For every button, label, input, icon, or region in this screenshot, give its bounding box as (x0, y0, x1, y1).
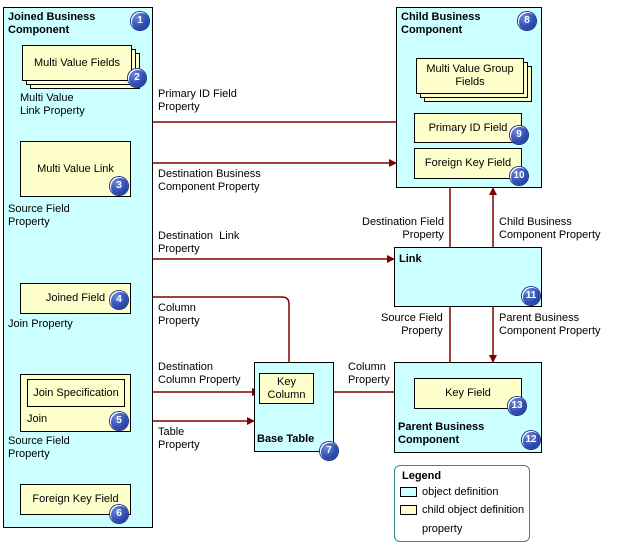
join-label: Join (27, 413, 48, 425)
foreign-key-field-right: Foreign Key Field (414, 148, 522, 179)
badge-1: 1 (131, 12, 149, 30)
legend (394, 465, 530, 542)
multi-value-group-fields: Multi Value Group Fields (416, 58, 524, 94)
child-business-component-title: Child Business Component (401, 11, 481, 36)
label-child-bc-property: Child Business Component Property (499, 216, 601, 241)
badge-4: 4 (110, 291, 128, 309)
label-destination-column-property: Destination Column Property (158, 361, 241, 386)
label-destination-field-property: Destination Field Property (362, 216, 444, 241)
label-join-property: Join Property (8, 318, 73, 330)
key-field: Key Field (414, 378, 522, 409)
label-primary-id-field-property: Primary ID Field Property (158, 88, 237, 113)
badge-2: 2 (128, 69, 146, 87)
label-parent-bc-property: Parent Business Component Property (499, 312, 601, 337)
badge-9: 9 (510, 126, 528, 144)
multi-value-link: Multi Value Link (20, 141, 131, 197)
label-source-field-property: Source Field Property (8, 203, 70, 228)
key-column: Key Column (259, 373, 314, 404)
badge-5: 5 (110, 412, 128, 430)
label-destination-link-property: Destination Link Property (158, 230, 240, 255)
parent-business-component-title: Parent Business Component (398, 421, 485, 446)
link (394, 247, 542, 307)
arrow-column-property-joined-field (131, 296, 293, 374)
label-source-field-property-join: Source Field Property (8, 435, 70, 460)
badge-6: 6 (110, 505, 128, 523)
label-source-field-property-link: Source Field Property (381, 312, 443, 337)
joined-business-component (3, 7, 153, 528)
badge-10: 10 (510, 167, 528, 185)
badge-3: 3 (110, 177, 128, 195)
badge-13: 13 (508, 397, 526, 415)
label-column-property-joined-field: Column Property (158, 302, 200, 327)
legend-property: property (422, 523, 463, 535)
badge-11: 11 (522, 287, 540, 305)
legend-object-definition: object definition (422, 486, 499, 498)
primary-id-field: Primary ID Field (414, 113, 522, 143)
label-column-property-key-field: Column Property (348, 361, 390, 386)
legend-swatch-child (400, 505, 417, 515)
badge-8: 8 (518, 12, 536, 30)
label-table-property: Table Property (158, 426, 200, 451)
legend-title: Legend (402, 470, 442, 482)
base-table-title: Base Table (257, 433, 315, 445)
legend-swatch-object (400, 487, 417, 497)
label-multi-value-link-property: Multi Value Link Property (20, 92, 85, 117)
legend-child-object-definition: child object definition (422, 504, 525, 516)
link-title: Link (399, 253, 422, 265)
label-destination-bc-property: Destination Business Component Property (158, 168, 261, 193)
join-specification: Join Specification (27, 379, 125, 407)
joined-business-component-title: Joined Business Component (8, 11, 96, 36)
badge-7: 7 (320, 442, 338, 460)
badge-12: 12 (522, 431, 540, 449)
multi-value-fields: Multi Value Fields (22, 45, 132, 81)
